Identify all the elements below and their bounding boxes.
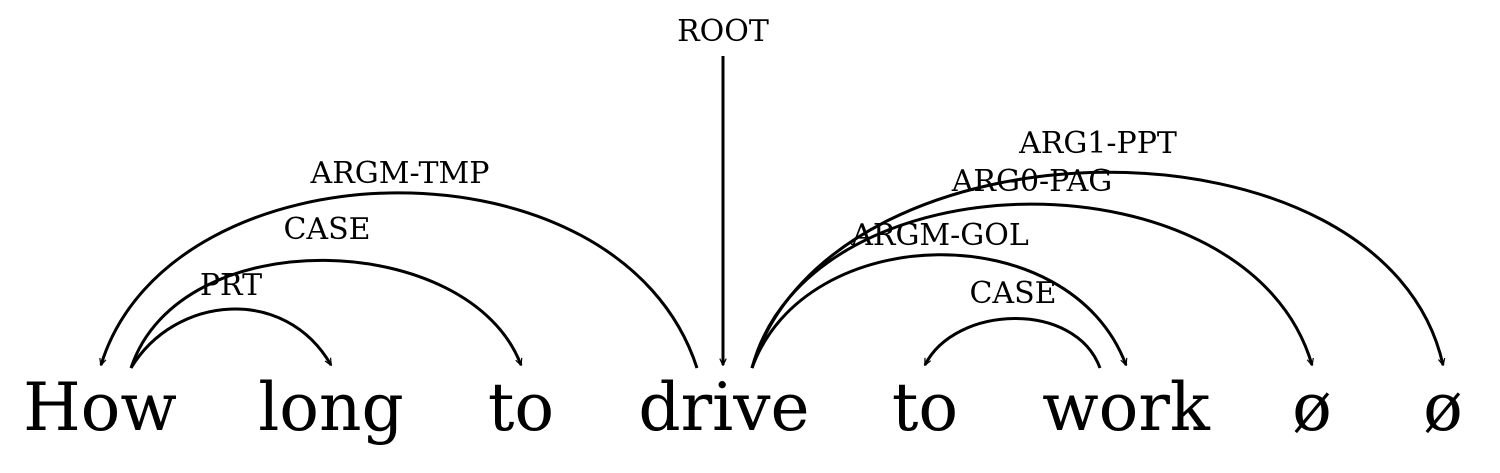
label-case-2: CASE	[969, 276, 1056, 311]
label-argm-tmp: ARGM-TMP	[310, 156, 490, 191]
label-case-1: CASE	[283, 212, 370, 247]
token-to-2: to	[892, 369, 958, 446]
arc-case-2	[923, 317, 1102, 369]
token-work: work	[1042, 369, 1211, 446]
token-how: How	[23, 369, 177, 446]
label-arg0-pag: ARG0-PAG	[951, 164, 1113, 199]
label-argm-gol: ARGM-GOL	[850, 218, 1029, 253]
token-to-1: to	[488, 369, 554, 446]
token-drive: drive	[638, 369, 809, 446]
arc-case-1	[129, 258, 523, 369]
arc-argm-tmp	[101, 191, 699, 369]
arc-arg1-ppt	[750, 170, 1443, 369]
token-null-1: ø	[1292, 369, 1332, 446]
label-prt: PRT	[200, 268, 262, 303]
token-null-2: ø	[1423, 369, 1463, 446]
label-arg1-ppt: ARG1-PPT	[1018, 126, 1177, 161]
arc-prt	[129, 307, 333, 369]
arc-argm-gol	[750, 253, 1128, 369]
token-long: long	[258, 369, 404, 446]
root-label: ROOT	[677, 14, 769, 49]
